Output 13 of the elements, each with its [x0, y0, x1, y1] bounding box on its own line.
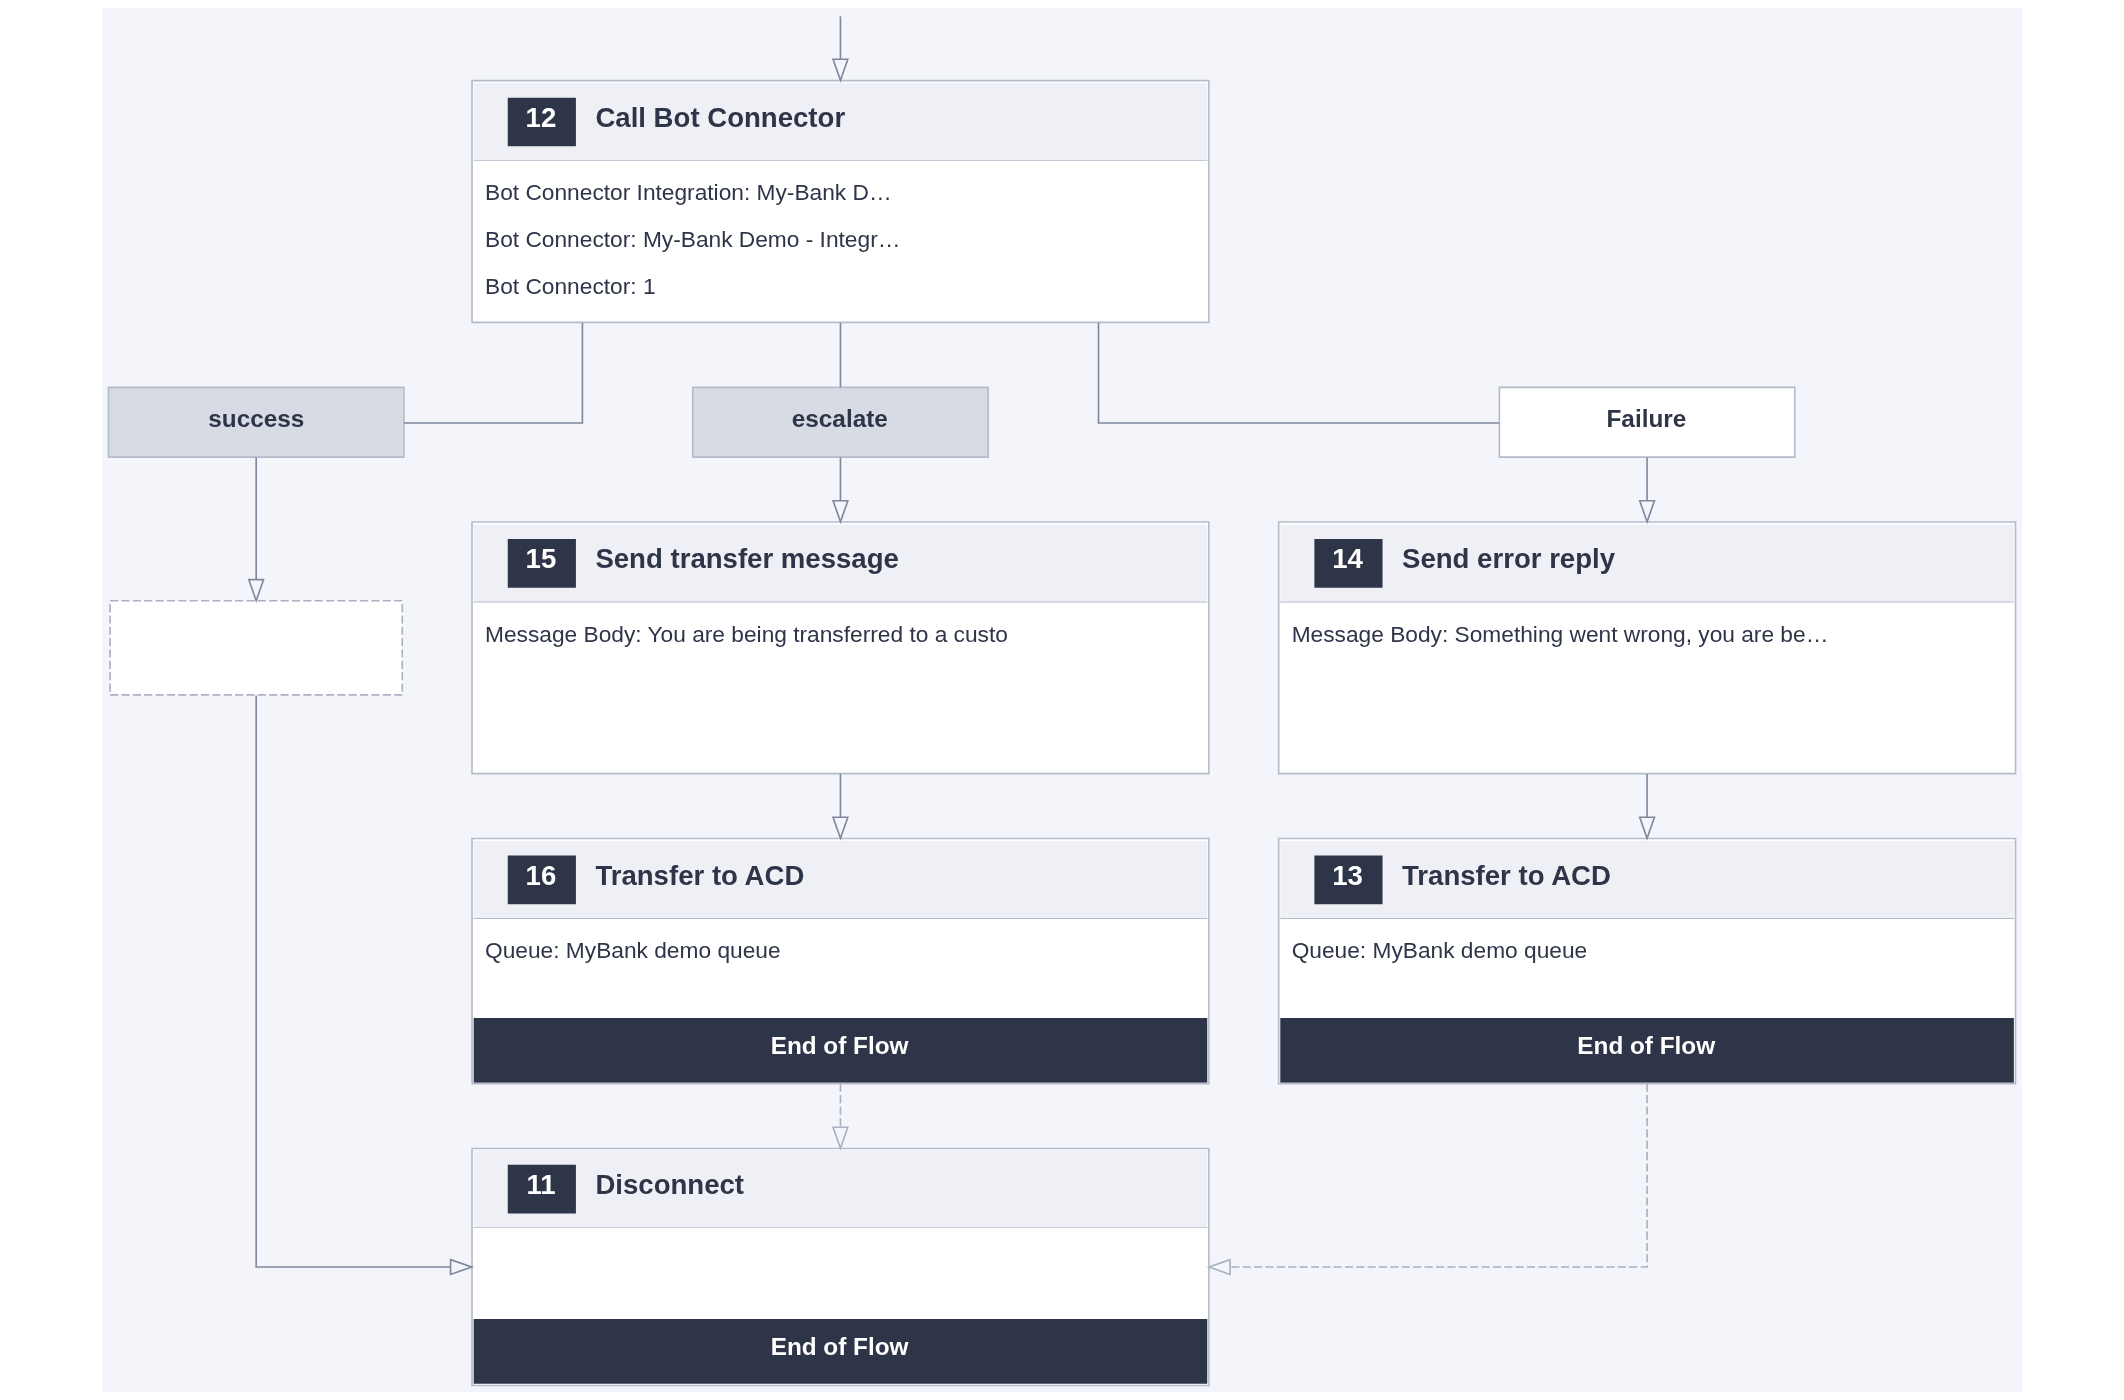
arrow [255, 694, 475, 1276]
arrow [831, 773, 849, 841]
arrow [831, 1082, 849, 1151]
arrow [1638, 456, 1656, 525]
node-box [109, 599, 404, 696]
arrow [1638, 773, 1656, 841]
connector [403, 321, 584, 424]
arrow [1206, 1082, 1648, 1276]
arrow [831, 456, 849, 525]
connector [839, 322, 842, 389]
arrow [831, 15, 849, 83]
arrow [247, 456, 265, 604]
connector [1097, 321, 1501, 424]
